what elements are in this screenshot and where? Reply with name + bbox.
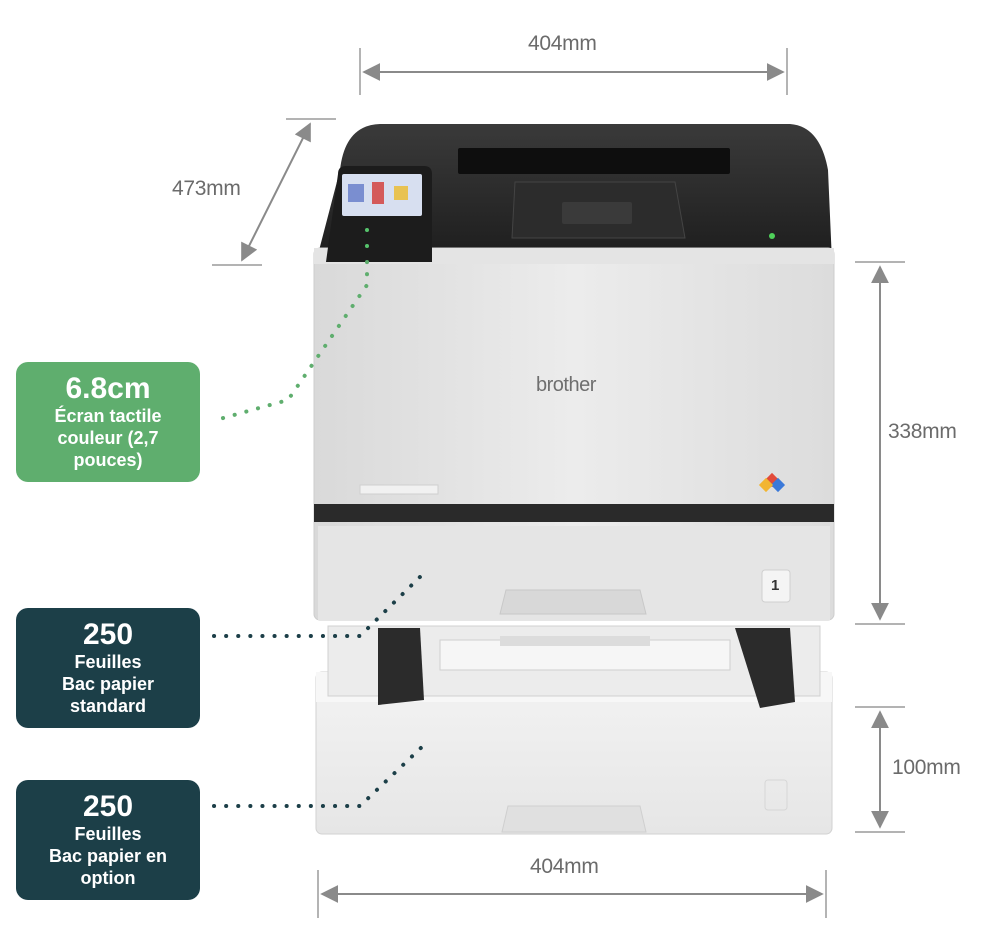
callout-standard-tray-line-3: standard xyxy=(69,696,147,716)
callout-standard-tray: 250 Feuilles Bac papier standard xyxy=(16,608,200,728)
dimension-width-bottom xyxy=(317,870,827,918)
dimension-height-tray xyxy=(855,706,905,833)
callout-standard-tray-value: 250 xyxy=(82,618,134,651)
dimension-label-depth: 473mm xyxy=(172,177,241,200)
callout-touchscreen-line-1: Écran tactile xyxy=(54,406,162,426)
callout-optional-tray-line-3: option xyxy=(80,868,136,888)
color-logo-icon xyxy=(758,472,786,493)
callout-touchscreen-value: 6.8cm xyxy=(65,372,151,405)
dimension-label-height-tray: 100mm xyxy=(892,756,961,779)
tray-number: 1 xyxy=(771,577,780,594)
callout-optional-tray: 250 Feuilles Bac papier en option xyxy=(16,780,200,900)
callout-standard-tray-line-1: Feuilles xyxy=(74,652,142,672)
leader-line-screen xyxy=(214,260,369,422)
dimension-label-height-printer: 338mm xyxy=(888,420,957,443)
printer-body xyxy=(313,124,835,621)
dimension-label-width-top: 404mm xyxy=(528,32,597,55)
brand-logo: brother xyxy=(536,374,596,396)
callout-optional-tray-line-2: Bac papier en xyxy=(48,846,168,866)
dimension-depth xyxy=(212,118,336,266)
optional-paper-tray xyxy=(315,625,833,835)
callout-touchscreen-line-2: couleur (2,7 xyxy=(57,428,159,448)
touchscreen-panel xyxy=(326,166,432,262)
leader-line-optional-tray xyxy=(212,742,427,808)
dimension-width-top xyxy=(359,48,788,95)
callout-standard-tray-line-2: Bac papier xyxy=(61,674,155,694)
leader-line-standard-tray xyxy=(212,570,427,638)
callout-optional-tray-line-1: Feuilles xyxy=(74,824,142,844)
dimension-label-width-bottom: 404mm xyxy=(530,855,599,878)
callout-touchscreen: 6.8cm Écran tactile couleur (2,7 pouces) xyxy=(16,362,200,482)
dimension-height-printer xyxy=(855,261,905,625)
callout-touchscreen-line-3: pouces) xyxy=(73,450,143,470)
callout-optional-tray-value: 250 xyxy=(82,790,134,823)
